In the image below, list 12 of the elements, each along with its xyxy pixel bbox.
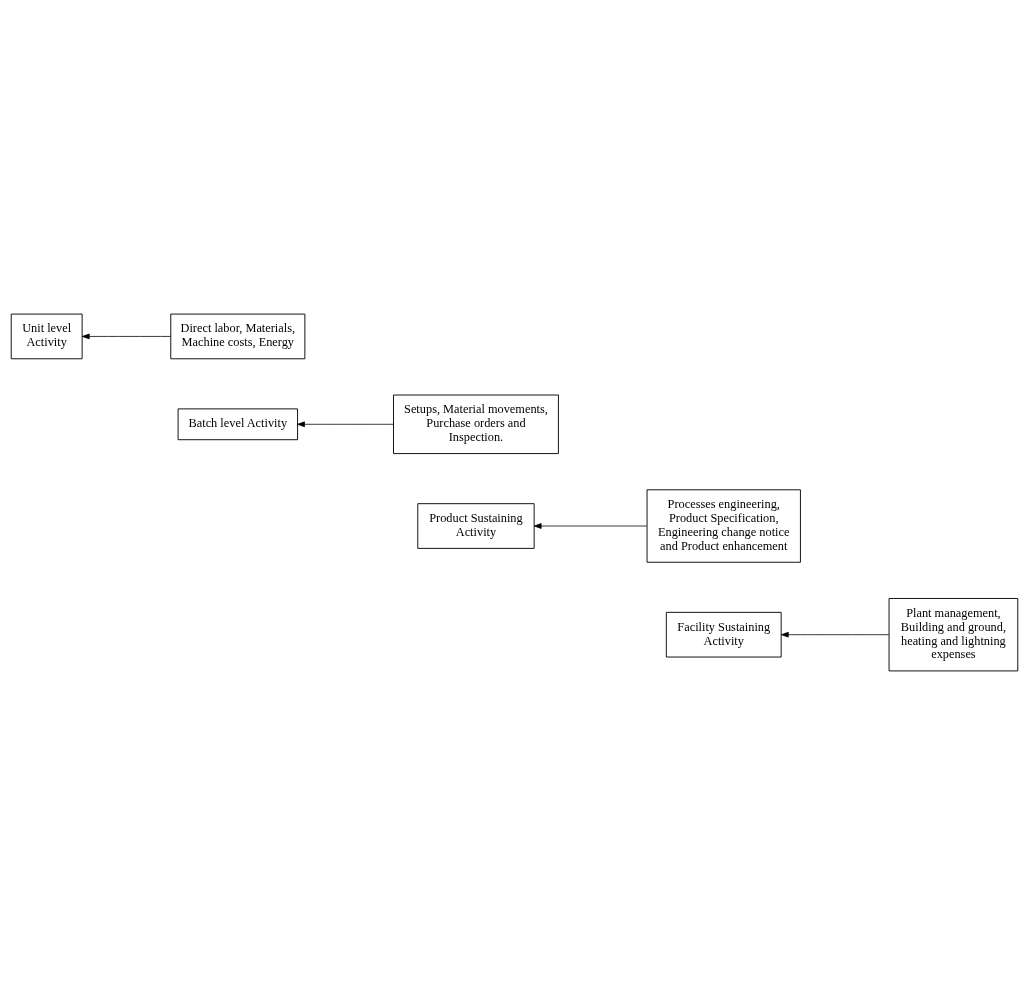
node-box: Processes engineering, Product Specification, Engineering change notice and Product enhancement [646, 489, 801, 563]
node-box: Facility Sustaining Activity [665, 611, 782, 658]
node-box: Unit level Activity [10, 313, 83, 360]
arrow [81, 333, 172, 340]
node-box: Batch level Activity [177, 408, 298, 441]
arrow [533, 523, 648, 529]
node-box: Product Sustaining Activity [417, 503, 535, 549]
node-box: Plant management, Building and ground, heating and lightning expenses [888, 598, 1019, 672]
node-box: Direct labor, Materials, Machine costs, Energy [170, 313, 306, 360]
node-box: Setups, Material movements, Purchase orders and Inspection. [393, 394, 559, 455]
arrow [297, 421, 394, 428]
arrow [780, 631, 890, 638]
